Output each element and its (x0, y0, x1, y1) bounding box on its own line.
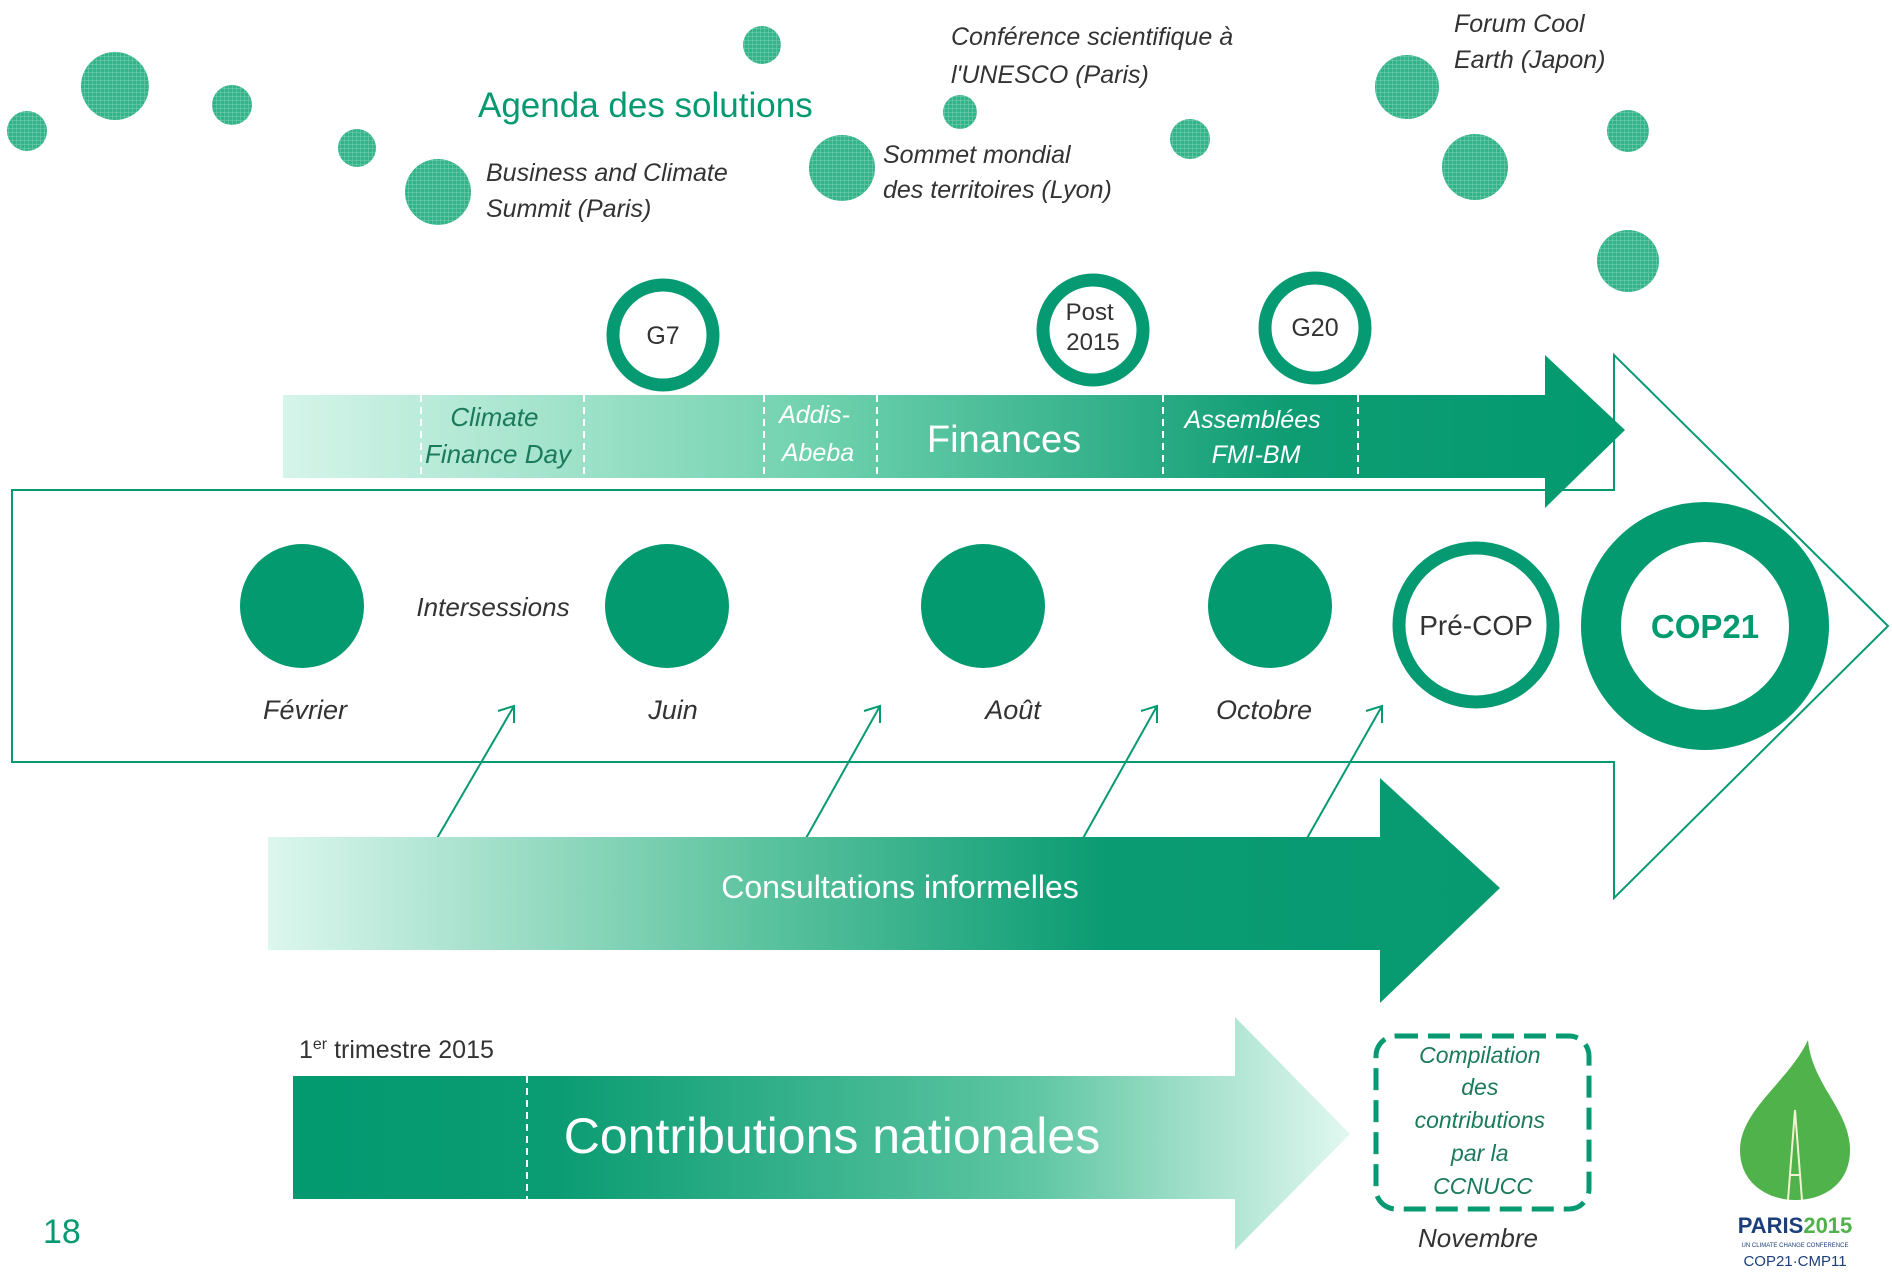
finances-title: Finances (927, 419, 1081, 461)
pointer-arrowhead (1140, 704, 1158, 723)
finances-arrow (283, 355, 1625, 508)
deco-circle (212, 85, 252, 125)
pointer-arrow (1305, 705, 1383, 841)
addis-abeba-label: Addis- Abeba (777, 401, 857, 467)
deco-circle (1442, 134, 1508, 200)
pointer-arrowhead (1365, 704, 1383, 723)
page-number: 18 (43, 1213, 81, 1251)
session-dot-octobre (1208, 544, 1332, 668)
pointer-arrowhead (863, 704, 881, 723)
deco-circle (7, 111, 47, 151)
contributions-title: Contributions nationales (564, 1108, 1100, 1164)
deco-circle (1170, 119, 1210, 159)
deco-circle (1607, 110, 1649, 152)
session-dot-juin (605, 544, 729, 668)
g7-ring (606, 278, 720, 392)
month-octobre: Octobre (1216, 695, 1312, 725)
period-label: 1er trimestre 2015 (299, 1036, 494, 1064)
decorative-circles (7, 26, 1659, 292)
g7-label: G7 (646, 322, 679, 350)
logo-paris-text: PARIS2015 (1738, 1213, 1853, 1238)
climate-finance-day-label: Climate Finance Day (425, 402, 573, 469)
summit-g7: G7 (606, 278, 720, 392)
deco-circle (1597, 230, 1659, 292)
month-novembre: Novembre (1418, 1223, 1538, 1253)
session-dot-aout (921, 544, 1045, 668)
post2015-ring (1036, 273, 1150, 387)
forum-cool-earth-label: Forum Cool Earth (Japon) (1454, 10, 1605, 74)
feedback-arrows (435, 704, 1383, 841)
consultations-title: Consultations informelles (721, 869, 1079, 905)
summit-post2015: Post 2015 (1036, 273, 1150, 387)
intersessions-label: Intersessions (416, 592, 569, 622)
pre-cop-marker: Pré-COP (1392, 541, 1560, 709)
compilation-box (1373, 1033, 1592, 1212)
forum-cool-earth-dot (1375, 55, 1439, 119)
contributions-arrow (293, 1017, 1350, 1250)
month-fevrier: Février (263, 695, 348, 725)
cop21-ring (1581, 502, 1829, 750)
logo-subtitle: UN CLIMATE CHANGE CONFERENCE (1742, 1243, 1849, 1249)
deco-circle (338, 129, 376, 167)
session-dot-fevrier (240, 544, 364, 668)
business-summit-dot (405, 159, 471, 225)
pointer-arrow (804, 705, 881, 841)
post2015-label: Post 2015 (1066, 299, 1121, 356)
sommet-territoires-label: Sommet mondial des territoires (Lyon) (883, 141, 1112, 204)
pre-cop-ring (1392, 541, 1560, 709)
g20-ring (1258, 271, 1372, 385)
logo-cop-text: COP21·CMP11 (1743, 1253, 1846, 1270)
deco-circle (81, 52, 149, 120)
month-aout: Août (983, 695, 1042, 725)
month-juin: Juin (647, 695, 698, 725)
main-negotiation-arrow (11, 352, 1890, 901)
pointer-arrow (1081, 705, 1158, 841)
pointer-arrowhead (497, 704, 515, 723)
agenda-title: Agenda des solutions (478, 86, 813, 125)
finances-track: Climate Finance Day Addis- Abeba Finance… (283, 355, 1625, 508)
summit-g20: G20 (1258, 271, 1372, 385)
deco-circle (943, 95, 977, 129)
pre-cop-label: Pré-COP (1419, 610, 1533, 641)
paris2015-logo: PARIS2015 UN CLIMATE CHANGE CONFERENCE C… (1738, 1040, 1853, 1270)
assemblees-fmi-bm-label: Assemblées FMI-BM (1182, 406, 1327, 469)
conference-unesco-label: Conférence scientifique à l'UNESCO (Pari… (951, 23, 1240, 89)
g20-label: G20 (1291, 314, 1338, 342)
sommet-territoires-dot (809, 135, 875, 201)
compilation-label: Compilation des contributions par la CCN… (1415, 1042, 1552, 1199)
business-summit-label: Business and Climate Summit (Paris) (486, 159, 735, 223)
pointer-arrow (435, 705, 515, 841)
cop21-marker: COP21 (1581, 502, 1829, 750)
cop21-label: COP21 (1651, 608, 1759, 645)
deco-circle (743, 26, 781, 64)
consultations-arrow (268, 778, 1500, 1003)
eiffel-tower-icon (1787, 1109, 1803, 1201)
